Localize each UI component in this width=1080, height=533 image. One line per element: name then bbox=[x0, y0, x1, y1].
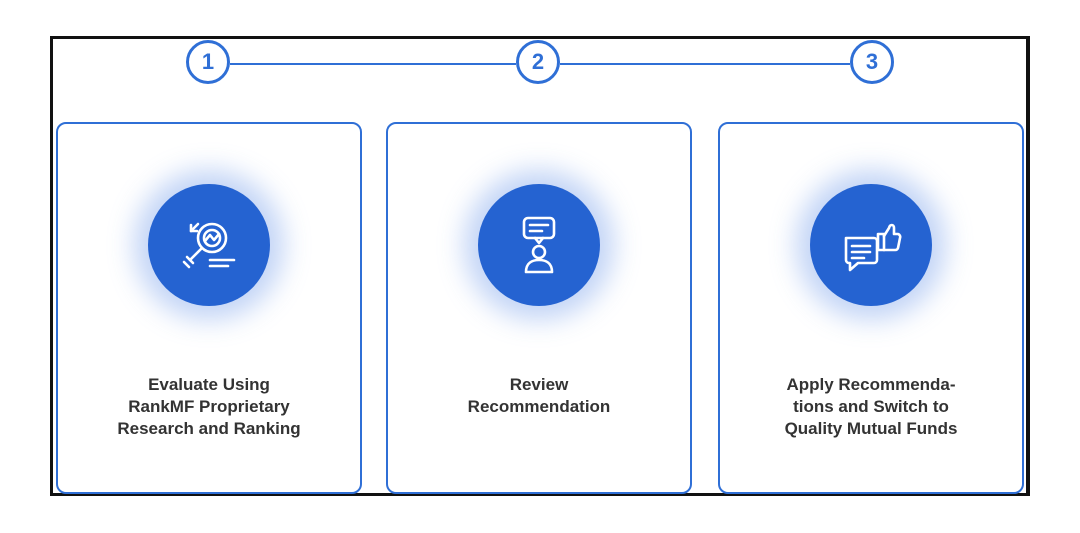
step-icon-badge bbox=[478, 184, 600, 306]
step-card-review: Review Recommendation bbox=[386, 122, 692, 494]
step-number-2: 2 bbox=[516, 40, 560, 84]
step-label: Evaluate Using RankMF Proprietary Resear… bbox=[117, 375, 301, 438]
step-label: Apply Recommenda- tions and Switch to Qu… bbox=[784, 375, 958, 438]
step-icon-badge bbox=[810, 184, 932, 306]
frame-bottom-edge bbox=[50, 493, 1030, 496]
step-connector-2-3 bbox=[560, 63, 850, 65]
step-card-apply: Apply Recommenda- tions and Switch to Qu… bbox=[718, 122, 1024, 494]
step-card-evaluate: Evaluate Using RankMF Proprietary Resear… bbox=[56, 122, 362, 494]
step-number-3: 3 bbox=[850, 40, 894, 84]
step-label: Review Recommendation bbox=[467, 375, 611, 416]
step-connector-1-2 bbox=[230, 63, 516, 65]
chat-thumbs-up-icon bbox=[844, 223, 902, 272]
magnifier-chart-icon bbox=[182, 222, 236, 269]
presenter-message-icon bbox=[522, 216, 556, 274]
step-icon-badge bbox=[148, 184, 270, 306]
frame-right-edge bbox=[1026, 36, 1030, 496]
step-number-1: 1 bbox=[186, 40, 230, 84]
